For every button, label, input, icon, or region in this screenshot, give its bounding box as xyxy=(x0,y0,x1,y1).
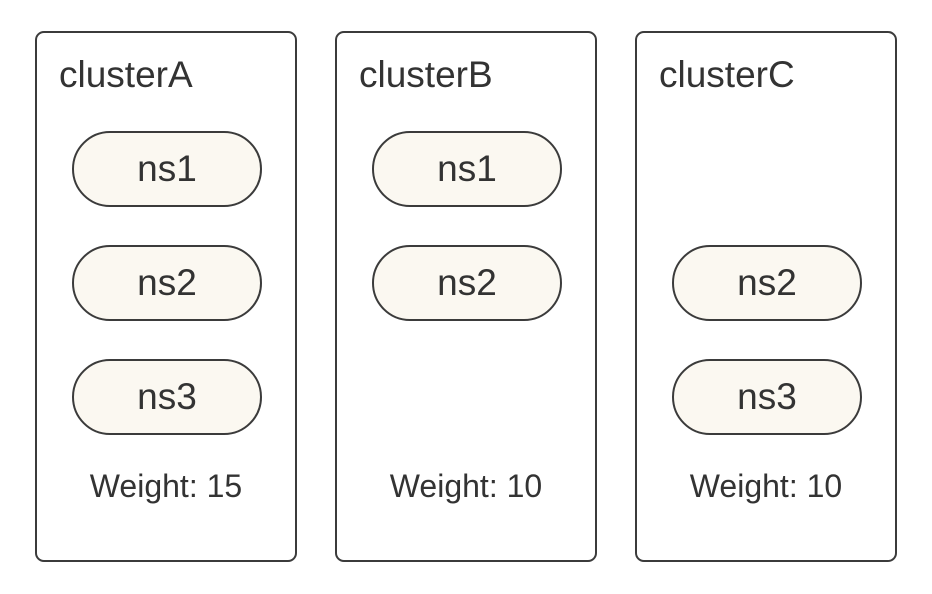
namespace-label: ns2 xyxy=(437,262,497,303)
namespace-label: ns3 xyxy=(137,376,197,417)
namespace-label: ns2 xyxy=(137,262,197,303)
namespace-node-ns1: ns1 xyxy=(372,131,562,207)
namespace-label: ns3 xyxy=(737,376,797,417)
namespace-node-ns1: ns1 xyxy=(72,131,262,207)
cluster-a-box: clusterA ns1 ns2 ns3 Weight: 15 xyxy=(35,31,297,562)
namespace-node-ns3: ns3 xyxy=(72,359,262,435)
cluster-weight: Weight: 10 xyxy=(689,468,843,504)
cluster-title: clusterB xyxy=(359,54,493,95)
cluster-title: clusterC xyxy=(659,54,795,95)
cluster-c-box: clusterC ns2 ns3 Weight: 10 xyxy=(635,31,897,562)
namespace-node-ns3: ns3 xyxy=(672,359,862,435)
namespace-label: ns1 xyxy=(437,148,497,189)
cluster-weight: Weight: 15 xyxy=(89,468,243,504)
namespace-node-ns2: ns2 xyxy=(72,245,262,321)
namespace-label: ns1 xyxy=(137,148,197,189)
cluster-weight: Weight: 10 xyxy=(389,468,543,504)
namespace-node-ns2: ns2 xyxy=(672,245,862,321)
namespace-label: ns2 xyxy=(737,262,797,303)
cluster-title: clusterA xyxy=(59,54,193,95)
namespace-node-ns2: ns2 xyxy=(372,245,562,321)
cluster-b-box: clusterB ns1 ns2 Weight: 10 xyxy=(335,31,597,562)
